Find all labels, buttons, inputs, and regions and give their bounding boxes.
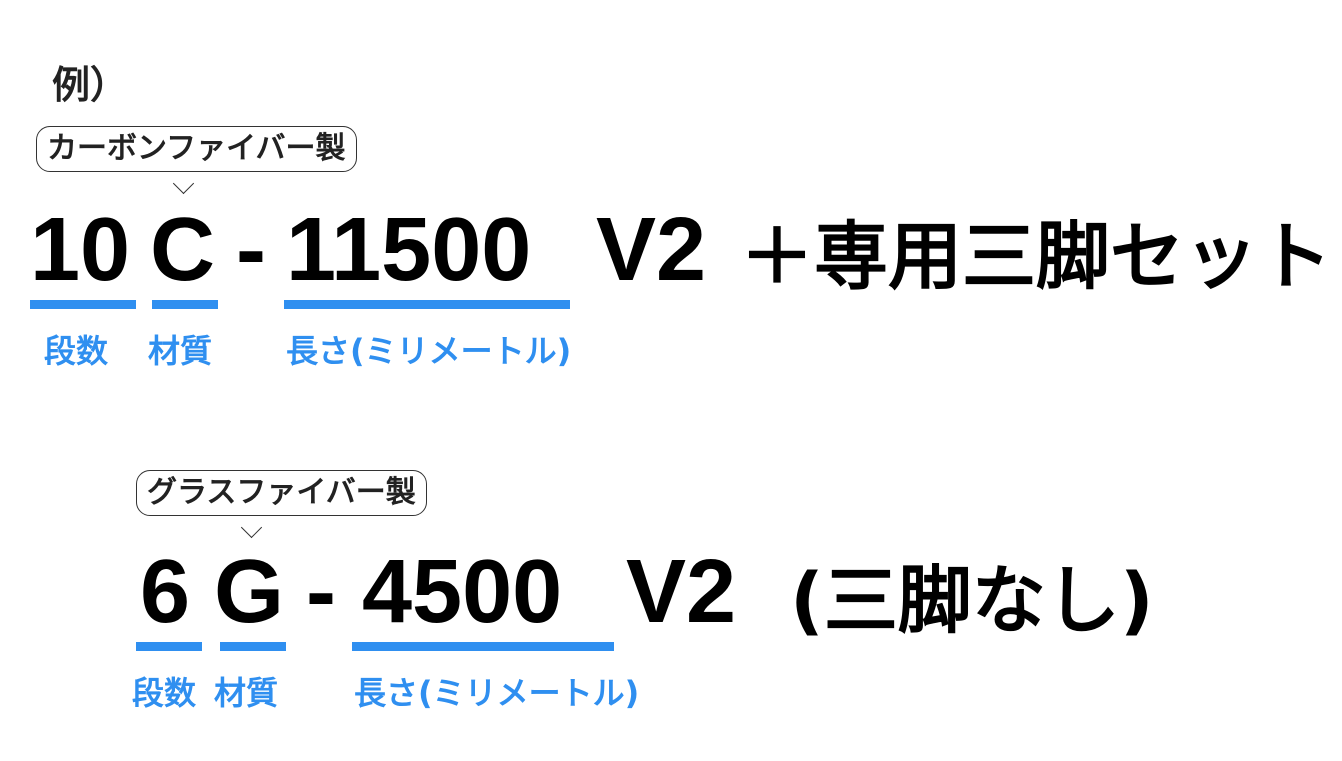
steps-underline (30, 300, 136, 309)
steps-label: 段数 (44, 332, 109, 370)
code-suffix: (三脚なし) (790, 558, 1154, 644)
material-callout: カーボンファイバー製 (36, 126, 357, 172)
code-length: 4500 (362, 542, 563, 642)
code-material: G (214, 542, 285, 642)
steps-underline (136, 642, 202, 651)
code-steps: 10 (30, 200, 131, 300)
code-suffix: ＋専用三脚セット (740, 214, 1332, 300)
example-heading: 例） (52, 63, 129, 107)
callout-pointer (172, 172, 195, 195)
code-length: 11500 (286, 200, 532, 300)
steps-label: 段数 (132, 674, 197, 712)
callout-pointer (240, 516, 263, 539)
length-underline (352, 642, 614, 651)
material-callout-text: カーボンファイバー製 (47, 131, 346, 166)
length-label: 長さ(ミリメートル) (286, 332, 572, 370)
code-dash: - (236, 200, 266, 300)
code-steps: 6 (140, 542, 191, 642)
material-callout-text: グラスファイバー製 (147, 475, 416, 510)
material-underline (220, 642, 286, 651)
material-callout: グラスファイバー製 (136, 470, 427, 516)
length-label: 長さ(ミリメートル) (354, 674, 640, 712)
code-material: C (150, 200, 215, 300)
material-label: 材質 (214, 674, 279, 712)
code-version: V2 (596, 200, 707, 300)
code-dash: - (306, 542, 336, 642)
material-underline (152, 300, 218, 309)
length-underline (284, 300, 570, 309)
material-label: 材質 (148, 332, 213, 370)
code-version: V2 (626, 542, 737, 642)
